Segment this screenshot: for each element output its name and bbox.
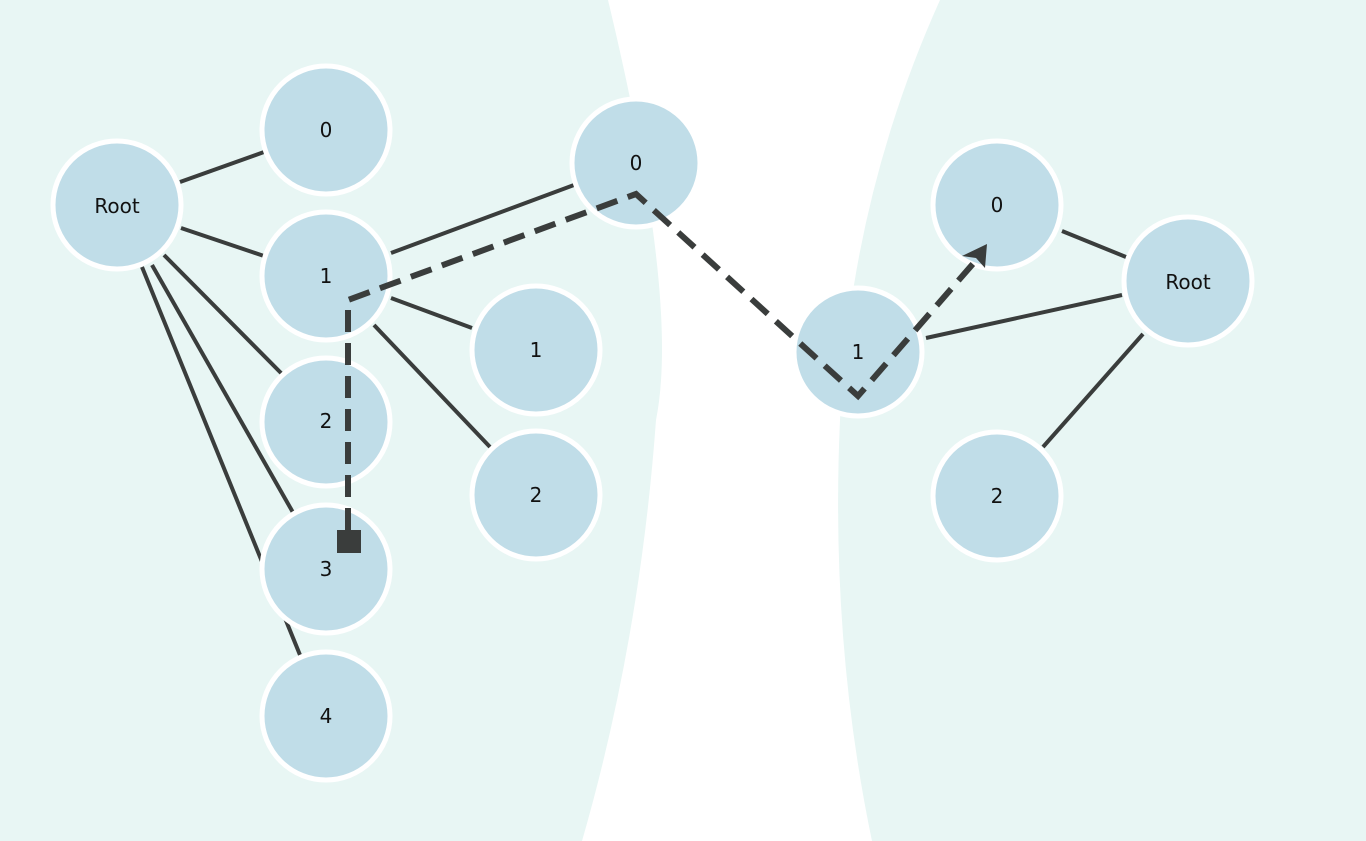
node-left-4: 4 bbox=[259, 649, 393, 783]
right-region bbox=[838, 0, 1366, 841]
node-left-root: Root bbox=[50, 138, 184, 272]
node-left-3: 3 bbox=[259, 502, 393, 636]
edge-rroot-0 bbox=[1061, 229, 1127, 259]
node-left-1-2: 2 bbox=[469, 428, 603, 562]
edge-rroot-2 bbox=[1041, 332, 1145, 449]
svg-text:2: 2 bbox=[320, 409, 333, 433]
edge-rroot-1 bbox=[925, 293, 1123, 340]
traversal-path bbox=[337, 190, 987, 553]
node-right-root: Root bbox=[1121, 214, 1255, 348]
path-dashed-line bbox=[345, 190, 981, 530]
edge-root-1 bbox=[180, 226, 265, 258]
svg-text:2: 2 bbox=[530, 483, 543, 507]
svg-text:0: 0 bbox=[991, 193, 1004, 217]
node-right-0: 0 bbox=[930, 138, 1064, 272]
node-left-0: 0 bbox=[259, 63, 393, 197]
svg-text:1: 1 bbox=[320, 264, 333, 288]
svg-text:4: 4 bbox=[320, 704, 333, 728]
svg-text:1: 1 bbox=[852, 340, 865, 364]
node-left-1-1: 1 bbox=[469, 283, 603, 417]
svg-text:0: 0 bbox=[630, 151, 643, 175]
edge-root-2 bbox=[162, 253, 284, 376]
edge-root-0 bbox=[179, 150, 265, 184]
edge-1-2 bbox=[372, 323, 492, 449]
svg-text:0: 0 bbox=[320, 118, 333, 142]
svg-text:3: 3 bbox=[320, 557, 333, 581]
svg-text:Root: Root bbox=[1165, 270, 1210, 294]
node-left-1: 1 bbox=[259, 209, 393, 343]
svg-text:1: 1 bbox=[530, 338, 543, 362]
edge-1-1 bbox=[390, 296, 473, 330]
node-left-2: 2 bbox=[259, 355, 393, 489]
right-tree-edges bbox=[925, 229, 1145, 449]
edge-1-bridge0 bbox=[390, 183, 575, 255]
edge-root-3 bbox=[150, 264, 297, 517]
path-start-marker bbox=[337, 530, 361, 553]
svg-text:2: 2 bbox=[991, 484, 1004, 508]
node-right-1: 1 bbox=[791, 285, 925, 419]
path-arrowhead bbox=[962, 244, 987, 268]
node-right-2: 2 bbox=[930, 429, 1064, 563]
node-bridge-0: 0 bbox=[569, 96, 703, 230]
svg-text:Root: Root bbox=[94, 194, 139, 218]
